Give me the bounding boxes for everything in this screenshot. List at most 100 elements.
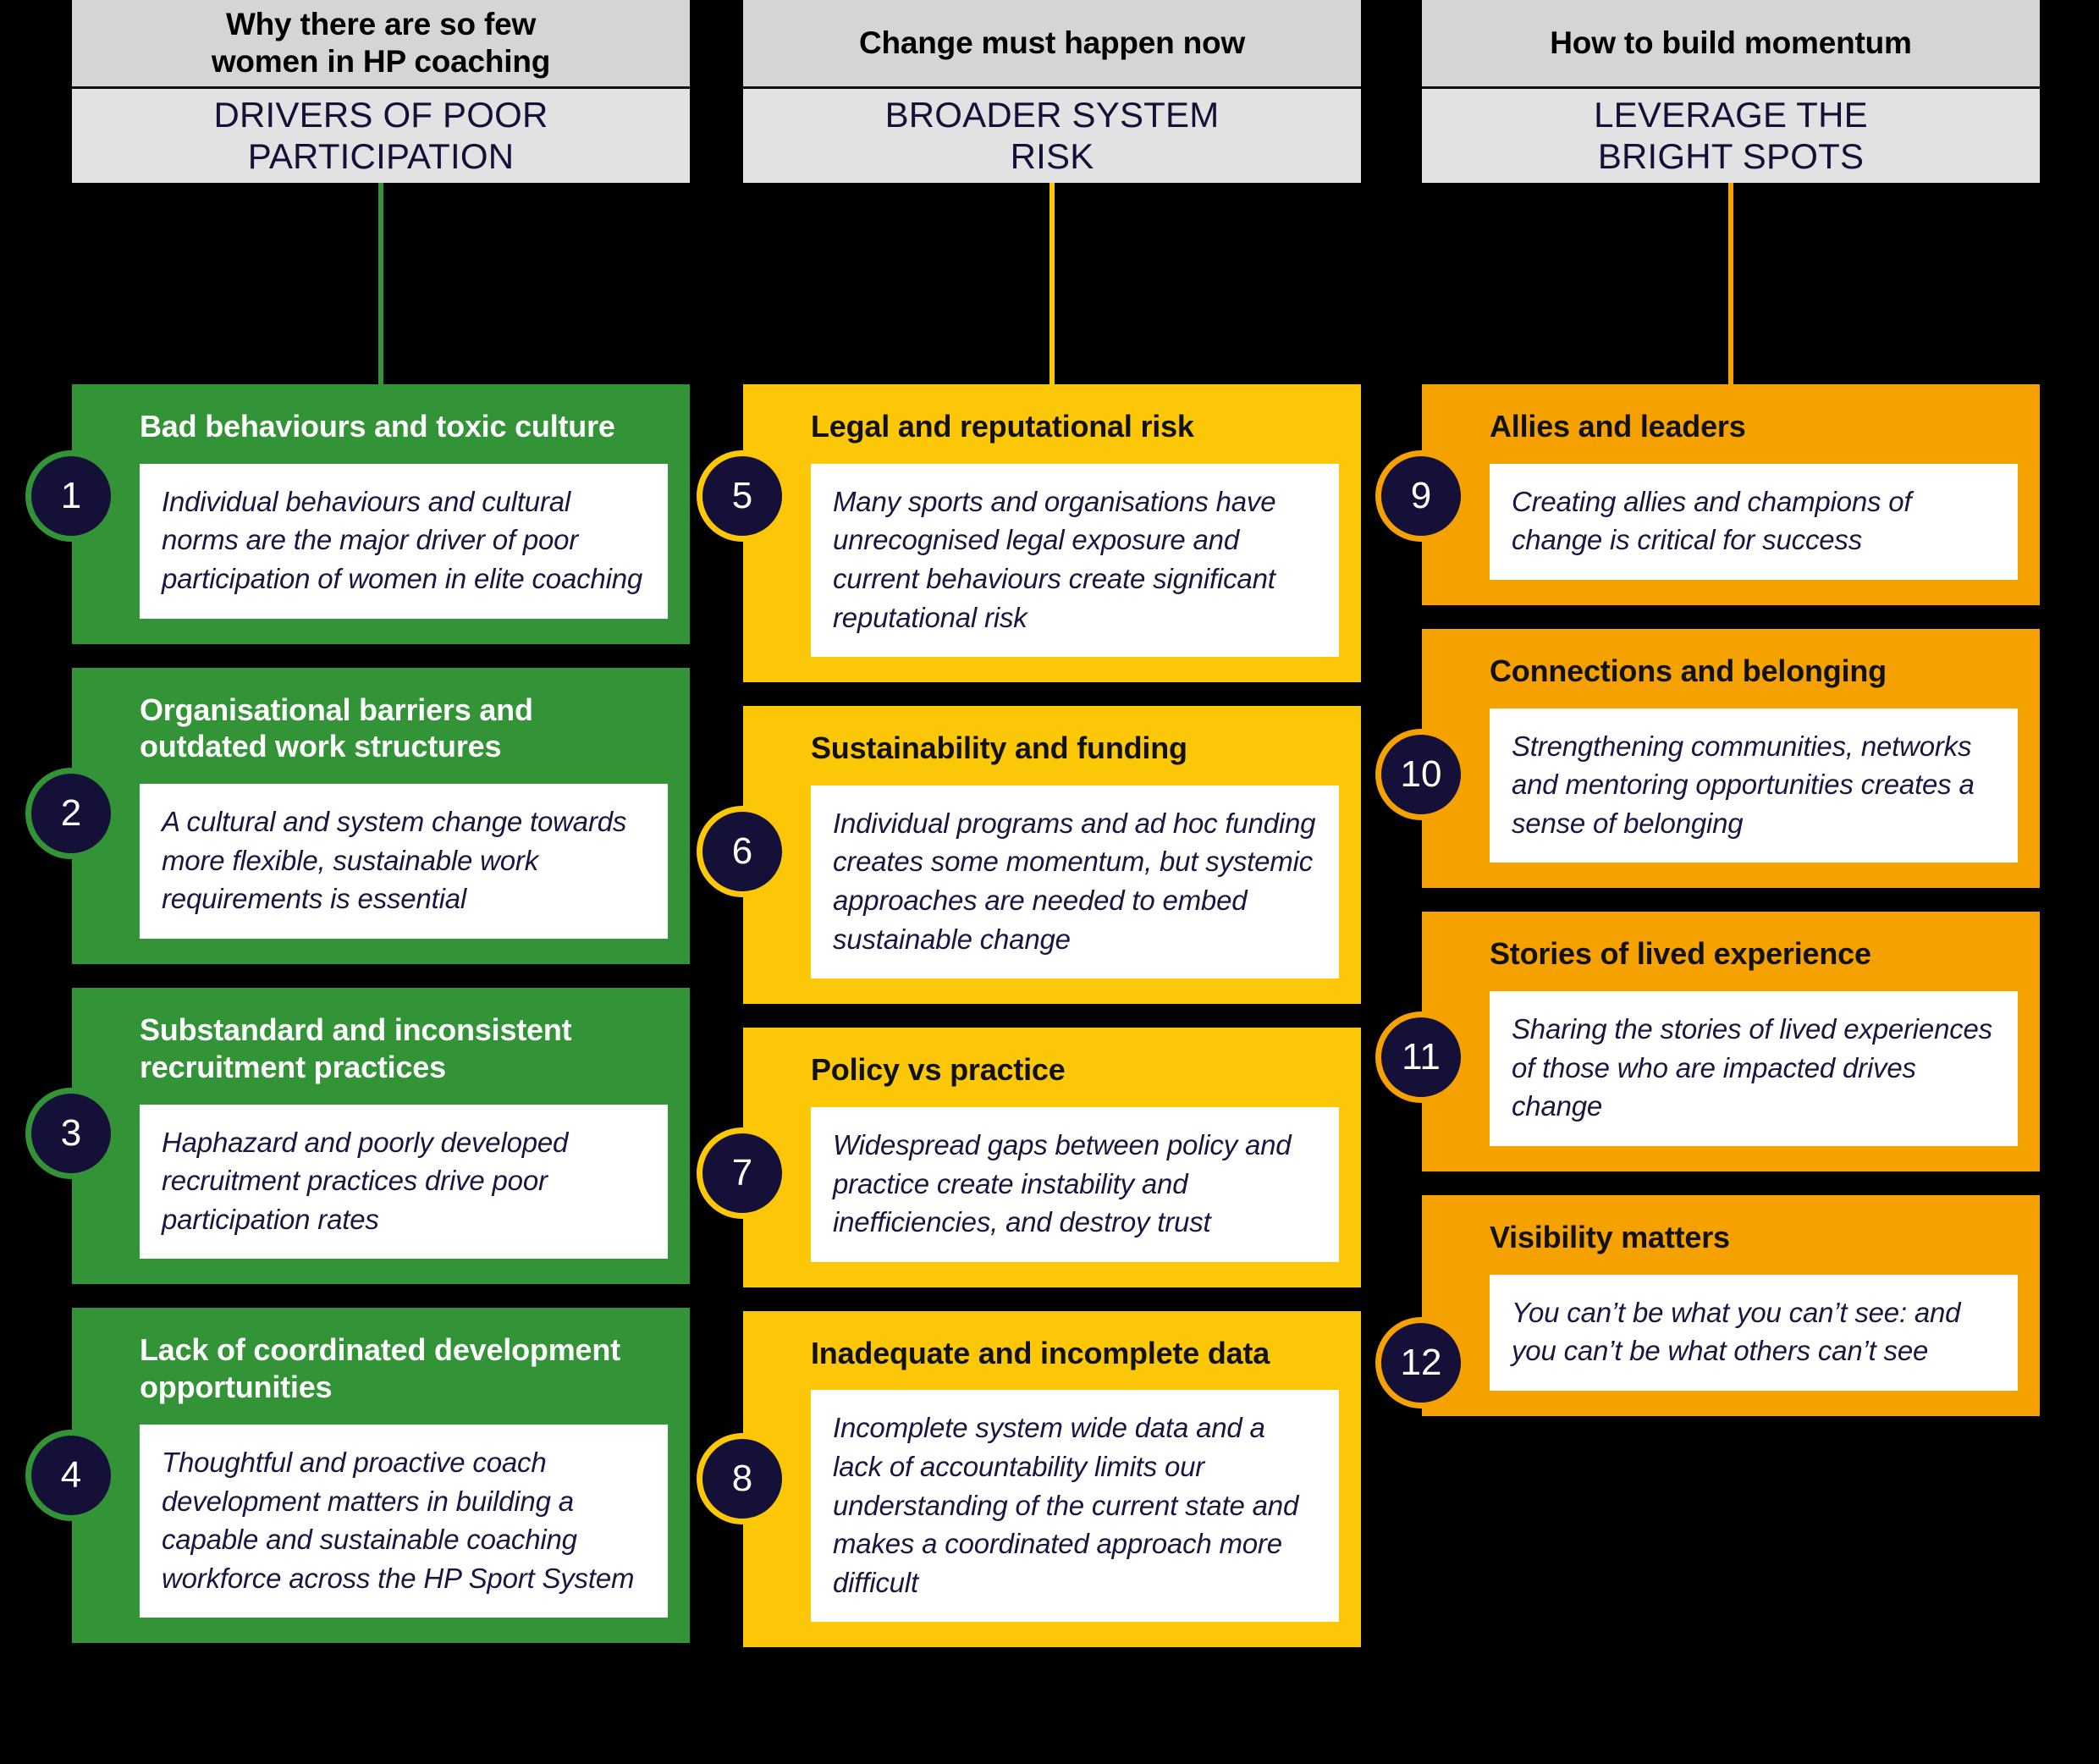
card-body-text-11: Sharing the stories of lived experiences… — [1512, 1013, 1992, 1122]
card-body-text-6: Individual programs and ad hoc funding c… — [833, 807, 1316, 955]
card-title-10: Connections and belonging — [1490, 653, 1887, 688]
card-number-2: 2 — [60, 791, 82, 834]
card-title-3: Substandard and inconsistent recruitment… — [140, 1012, 572, 1084]
card-body-text-12: You can’t be what you can’t see: and you… — [1512, 1296, 1961, 1367]
question-line-2a: Change must happen now — [858, 25, 1246, 61]
card-body-text-2: A cultural and system change towards mor… — [162, 806, 627, 915]
card-title-2: Organisational barriers and outdated wor… — [140, 692, 533, 764]
card-body-12: You can’t be what you can’t see: and you… — [1490, 1274, 2018, 1391]
card-body-1: Individual behaviours and cultural norms… — [140, 463, 668, 619]
card-4: 4 Lack of coordinated development opport… — [25, 1308, 690, 1644]
card-number-7: 7 — [731, 1152, 753, 1194]
title-line-3a: LEVERAGE THE — [1594, 94, 1868, 135]
card-number-badge-4: 4 — [25, 1430, 117, 1522]
connector-line-2 — [1050, 183, 1055, 386]
column-title-header-1: DRIVERS OF POOR PARTICIPATION — [72, 89, 690, 183]
column-question-header-2: Change must happen now — [743, 0, 1361, 89]
card-number-11: 11 — [1402, 1036, 1441, 1078]
card-list-3: 9 Allies and leaders Creating allies and… — [1375, 384, 2040, 1440]
card-3: 3 Substandard and inconsistent recruitme… — [25, 987, 690, 1285]
card-number-12: 12 — [1400, 1341, 1442, 1383]
card-title-7: Policy vs practice — [811, 1052, 1066, 1088]
card-body-4: Thoughtful and proactive coach developme… — [140, 1425, 668, 1618]
column-question-text-3: How to build momentum — [1550, 25, 1912, 62]
column-leverage-the-bright-spots: How to build momentum LEVERAGE THE BRIGH… — [1375, 0, 2040, 1416]
connector-line-1 — [378, 183, 383, 386]
card-body-6: Individual programs and ad hoc funding c… — [811, 785, 1339, 979]
column-question-text-1: Why there are so few women in HP coachin… — [211, 6, 551, 80]
card-8: 8 Inadequate and incomplete data Incompl… — [697, 1310, 1361, 1648]
card-title-5: Legal and reputational risk — [811, 409, 1194, 444]
card-number-badge-6: 6 — [697, 806, 788, 898]
question-line-1b: women in HP coaching — [211, 44, 551, 79]
card-2: 2 Organisational barriers and outdated w… — [25, 667, 690, 964]
question-line-3a: How to build momentum — [1550, 25, 1912, 61]
card-body-text-3: Haphazard and poorly developed recruitme… — [162, 1126, 569, 1235]
card-body-11: Sharing the stories of lived experiences… — [1490, 991, 2018, 1146]
card-title-1: Bad behaviours and toxic culture — [140, 409, 615, 444]
card-number-10: 10 — [1400, 752, 1442, 795]
card-number-3: 3 — [60, 1111, 82, 1154]
column-title-text-3: LEVERAGE THE BRIGHT SPOTS — [1594, 95, 1868, 177]
card-number-badge-8: 8 — [697, 1432, 788, 1524]
column-title-header-3: LEVERAGE THE BRIGHT SPOTS — [1422, 89, 2040, 183]
column-title-text-2: BROADER SYSTEM RISK — [885, 95, 1220, 177]
card-body-text-8: Incomplete system wide data and a lack o… — [833, 1412, 1299, 1598]
card-body-3: Haphazard and poorly developed recruitme… — [140, 1104, 668, 1260]
card-number-badge-9: 9 — [1375, 450, 1467, 542]
card-11: 11 Stories of lived experience Sharing t… — [1375, 912, 2040, 1171]
column-drivers-of-poor-participation: Why there are so few women in HP coachin… — [25, 0, 690, 1644]
card-title-9: Allies and leaders — [1490, 409, 1746, 444]
card-1: 1 Bad behaviours and toxic culture Indiv… — [25, 384, 690, 644]
column-question-header-1: Why there are so few women in HP coachin… — [72, 0, 690, 89]
card-body-text-7: Widespread gaps between policy and pract… — [833, 1128, 1292, 1238]
card-number-badge-7: 7 — [697, 1127, 788, 1220]
column-question-header-3: How to build momentum — [1422, 0, 2040, 89]
card-title-4: Lack of coordinated development opportun… — [140, 1332, 620, 1405]
title-line-2a: BROADER SYSTEM — [884, 94, 1220, 135]
card-list-1: 1 Bad behaviours and toxic culture Indiv… — [25, 384, 690, 1667]
card-5: 5 Legal and reputational risk Many sport… — [697, 384, 1361, 683]
title-line-1a: DRIVERS OF POOR — [213, 94, 548, 135]
card-title-6: Sustainability and funding — [811, 730, 1187, 766]
card-number-badge-5: 5 — [697, 450, 788, 542]
card-9: 9 Allies and leaders Creating allies and… — [1375, 384, 2040, 605]
card-title-11: Stories of lived experience — [1490, 936, 1871, 972]
card-number-badge-10: 10 — [1375, 728, 1467, 820]
connector-line-3 — [1728, 183, 1733, 386]
column-title-header-2: BROADER SYSTEM RISK — [743, 89, 1361, 183]
title-line-3b: BRIGHT SPOTS — [1597, 135, 1865, 176]
card-body-8: Incomplete system wide data and a lack o… — [811, 1390, 1339, 1623]
card-body-7: Widespread gaps between policy and pract… — [811, 1106, 1339, 1262]
card-number-8: 8 — [731, 1457, 753, 1499]
card-number-badge-11: 11 — [1375, 1012, 1467, 1104]
card-body-text-5: Many sports and organisations have unrec… — [833, 485, 1276, 633]
card-number-9: 9 — [1410, 475, 1432, 516]
title-line-1b: PARTICIPATION — [247, 135, 515, 176]
card-body-text-4: Thoughtful and proactive coach developme… — [162, 1447, 635, 1594]
card-7: 7 Policy vs practice Widespread gaps bet… — [697, 1028, 1361, 1287]
card-number-badge-1: 1 — [25, 450, 117, 542]
card-body-text-1: Individual behaviours and cultural norms… — [162, 485, 643, 594]
card-number-badge-2: 2 — [25, 767, 117, 859]
card-body-text-10: Strengthening communities, networks and … — [1512, 730, 1975, 839]
card-body-9: Creating allies and champions of change … — [1490, 463, 2018, 580]
card-body-5: Many sports and organisations have unrec… — [811, 463, 1339, 658]
card-number-badge-12: 12 — [1375, 1316, 1467, 1408]
card-number-4: 4 — [60, 1454, 82, 1497]
column-broader-system-risk: Change must happen now BROADER SYSTEM RI… — [697, 0, 1361, 1648]
card-6: 6 Sustainability and funding Individual … — [697, 706, 1361, 1005]
card-body-text-9: Creating allies and champions of change … — [1512, 485, 1912, 556]
column-title-text-1: DRIVERS OF POOR PARTICIPATION — [213, 95, 548, 177]
card-10: 10 Connections and belonging Strengtheni… — [1375, 628, 2040, 889]
card-number-1: 1 — [60, 475, 82, 516]
card-list-2: 5 Legal and reputational risk Many sport… — [697, 384, 1361, 1671]
card-title-12: Visibility matters — [1490, 1219, 1730, 1254]
card-number-6: 6 — [731, 830, 753, 873]
column-question-text-2: Change must happen now — [859, 25, 1245, 62]
card-title-8: Inadequate and incomplete data — [811, 1335, 1270, 1370]
question-line-1a: Why there are so few — [225, 7, 537, 42]
card-12: 12 Visibility matters You can’t be what … — [1375, 1194, 2040, 1416]
card-number-badge-3: 3 — [25, 1087, 117, 1179]
